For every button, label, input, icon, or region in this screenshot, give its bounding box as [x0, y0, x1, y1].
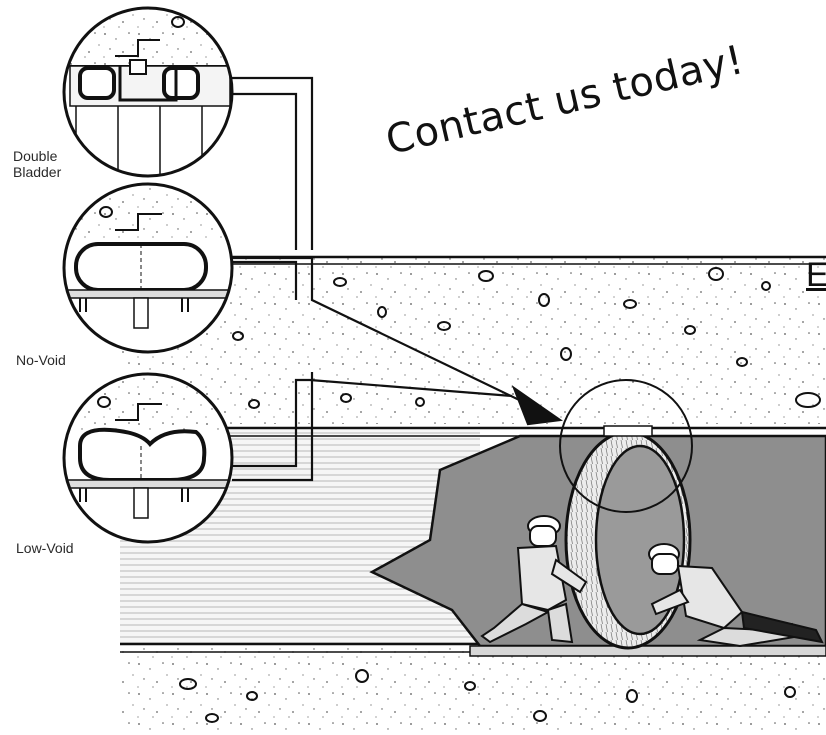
double-bladder-label-line-1: Double [13, 148, 61, 164]
no-void-label-line-1: No-Void [16, 352, 66, 368]
low-void-label: Low-Void [16, 540, 74, 556]
no-void-label: No-Void [16, 352, 66, 368]
double-bladder-label: Double Bladder [13, 148, 61, 180]
low-void-label-line-1: Low-Void [16, 540, 74, 556]
edge-text-fragment[interactable]: E [806, 256, 826, 295]
callout-double-bladder [60, 0, 240, 180]
double-bladder-label-line-2: Bladder [13, 164, 61, 180]
